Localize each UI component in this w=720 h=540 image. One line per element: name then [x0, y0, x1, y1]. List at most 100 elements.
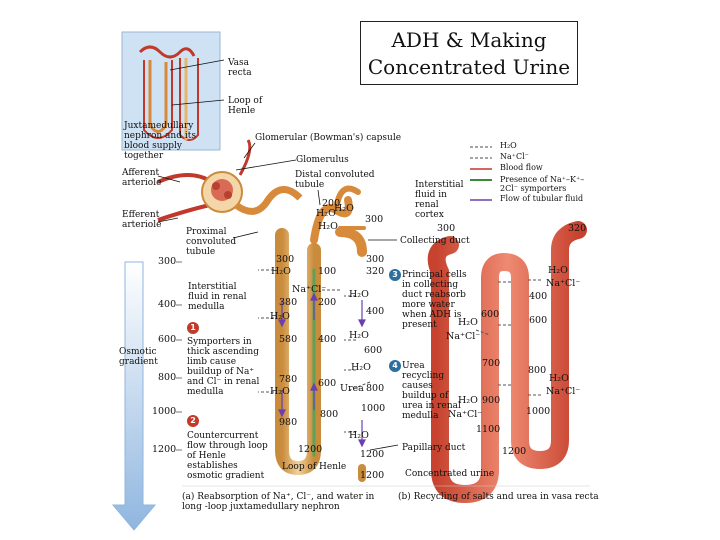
osm-value: 980: [279, 417, 298, 428]
legend-item-h2o: H₂O: [500, 141, 517, 150]
note-1-badge: 1: [187, 322, 199, 334]
osm-value: 1200: [360, 470, 385, 481]
loop-of-henle-thumb-label: Loop of Henle: [228, 96, 263, 116]
osm-value: 300: [437, 223, 456, 234]
title-line-2: Concentrated Urine: [367, 55, 571, 79]
osm-value: 1200: [502, 446, 527, 457]
nacl-label: Na⁺Cl⁻: [446, 331, 481, 342]
thumbnail-image: [121, 31, 221, 151]
h2o-label: H₂O: [316, 208, 336, 219]
distal-tubule-label: Distal convoluted tubule: [295, 170, 375, 190]
h2o-label: H₂O: [318, 221, 338, 232]
osm-value: 580: [279, 334, 298, 345]
glomerulus-label: Glomerulus: [296, 155, 349, 165]
osm-value: 1000: [526, 406, 551, 417]
thumbnail-caption: Juxtamedullary nephron and its blood sup…: [124, 121, 196, 161]
h2o-label: H₂O: [458, 395, 478, 406]
legend-swatches: [470, 146, 492, 201]
nacl-label: Na⁺Cl⁻: [448, 409, 483, 420]
osm-value: 600: [318, 378, 337, 389]
afferent-arteriole-label: Afferent arteriole: [122, 168, 162, 188]
gradient-tick: 600: [158, 334, 177, 345]
osm-value: 1200: [298, 444, 323, 455]
vasa-recta-label: Vasa recta: [228, 58, 252, 78]
concentrated-urine-label: Concentrated urine: [405, 469, 495, 479]
osm-value: 1100: [476, 424, 501, 435]
title-line-1: ADH & Making: [391, 28, 547, 52]
osm-value: 600: [481, 309, 500, 320]
nacl-label: Na⁺Cl⁻: [292, 284, 327, 295]
h2o-label: H₂O: [549, 373, 569, 384]
osm-value: 300: [365, 214, 384, 225]
osm-value: 700: [482, 358, 501, 369]
osm-value: 320: [568, 223, 587, 234]
h2o-label: H₂O: [270, 386, 290, 397]
osm-value: 200: [318, 297, 337, 308]
legend-item-tubular-flow: Flow of tubular fluid: [500, 194, 584, 203]
osm-value: 380: [279, 297, 298, 308]
loop-of-henle-label: Loop of Henle: [282, 462, 347, 472]
efferent-arteriole-label: Efferent arteriole: [122, 210, 162, 230]
transport-arrows: [258, 269, 542, 433]
osm-value: 800: [528, 365, 547, 376]
osm-value: 800: [366, 383, 385, 394]
note-3-badge: 3: [389, 269, 401, 281]
osm-value: 300: [366, 254, 385, 265]
osmotic-gradient-arrow: [111, 261, 157, 531]
h2o-label: H₂O: [271, 266, 291, 277]
collecting-duct-label: Collecting duct: [400, 236, 470, 246]
osm-value: 320: [366, 266, 385, 277]
h2o-label: H₂O: [548, 265, 568, 276]
note-3-text: Principal cells in collecting duct reabs…: [402, 270, 467, 330]
h2o-label: H₂O: [458, 317, 478, 328]
osm-value: 200: [322, 198, 341, 209]
osmotic-gradient-label: Osmotic gradient: [119, 347, 158, 367]
osm-value: 600: [529, 315, 548, 326]
vasa-recta: [427, 221, 587, 504]
osm-value: 1200: [360, 449, 385, 460]
interstitial-cortex-label: Interstitial fluid in renal cortex: [415, 180, 464, 220]
glomerular-capsule-label: Glomerular (Bowman's) capsule: [255, 133, 402, 143]
legend: H₂O Na⁺Cl⁻ Blood flow Presence of Na⁺–K⁺…: [470, 142, 588, 206]
osm-value: 780: [279, 374, 298, 385]
h2o-label: H₂O: [334, 203, 354, 214]
papillary-duct-label: Papillary duct: [402, 443, 466, 453]
gradient-tick-lines: [176, 261, 182, 451]
title-box: ADH & Making Concentrated Urine: [360, 21, 578, 85]
tubular-flow-arrows: [278, 292, 366, 448]
gradient-tick: 800: [158, 372, 177, 383]
caption-b: (b) Recycling of salts and urea in vasa …: [398, 492, 599, 502]
h2o-label: H₂O: [349, 289, 369, 300]
h2o-label: H₂O: [349, 430, 369, 441]
h2o-label: H₂O: [270, 311, 290, 322]
gradient-tick: 1000: [152, 406, 177, 417]
osm-value: 100: [318, 266, 337, 277]
glomerulus-drawing: [157, 139, 303, 222]
osm-value: 800: [320, 409, 339, 420]
note-4-text: Urea recycling causes buildup of urea in…: [402, 361, 461, 421]
proximal-tubule-label: Proximal convoluted tubule: [186, 227, 237, 257]
note-1-text: Symporters in thick ascending limb cause…: [187, 337, 260, 397]
gradient-tick: 1200: [152, 444, 177, 455]
osm-value: 1000: [361, 403, 386, 414]
osm-value: 900: [482, 395, 501, 406]
leader-lines: [157, 142, 399, 451]
legend-item-nacl: Na⁺Cl⁻: [500, 152, 529, 161]
osm-value: 400: [366, 306, 385, 317]
note-4-badge: 4: [389, 360, 401, 372]
gradient-tick: 400: [158, 299, 177, 310]
osm-value: 400: [529, 291, 548, 302]
note-2-badge: 2: [187, 415, 199, 427]
osm-value: 300: [276, 254, 295, 265]
h2o-label: H₂O: [351, 362, 371, 373]
caption-a: (a) Reabsorption of Na⁺, Cl⁻, and water …: [182, 492, 375, 512]
nacl-label: Na⁺Cl⁻: [546, 386, 581, 397]
legend-item-symporters: Presence of Na⁺–K⁺–2Cl⁻ symporters: [500, 175, 585, 193]
osm-value: 600: [364, 345, 383, 356]
osm-value: 400: [318, 334, 337, 345]
urea-label: Urea: [340, 383, 364, 394]
legend-item-blood-flow: Blood flow: [500, 163, 543, 172]
interstitial-medulla-label: Interstitial fluid in renal medulla: [188, 282, 247, 312]
h2o-label: H₂O: [349, 330, 369, 341]
